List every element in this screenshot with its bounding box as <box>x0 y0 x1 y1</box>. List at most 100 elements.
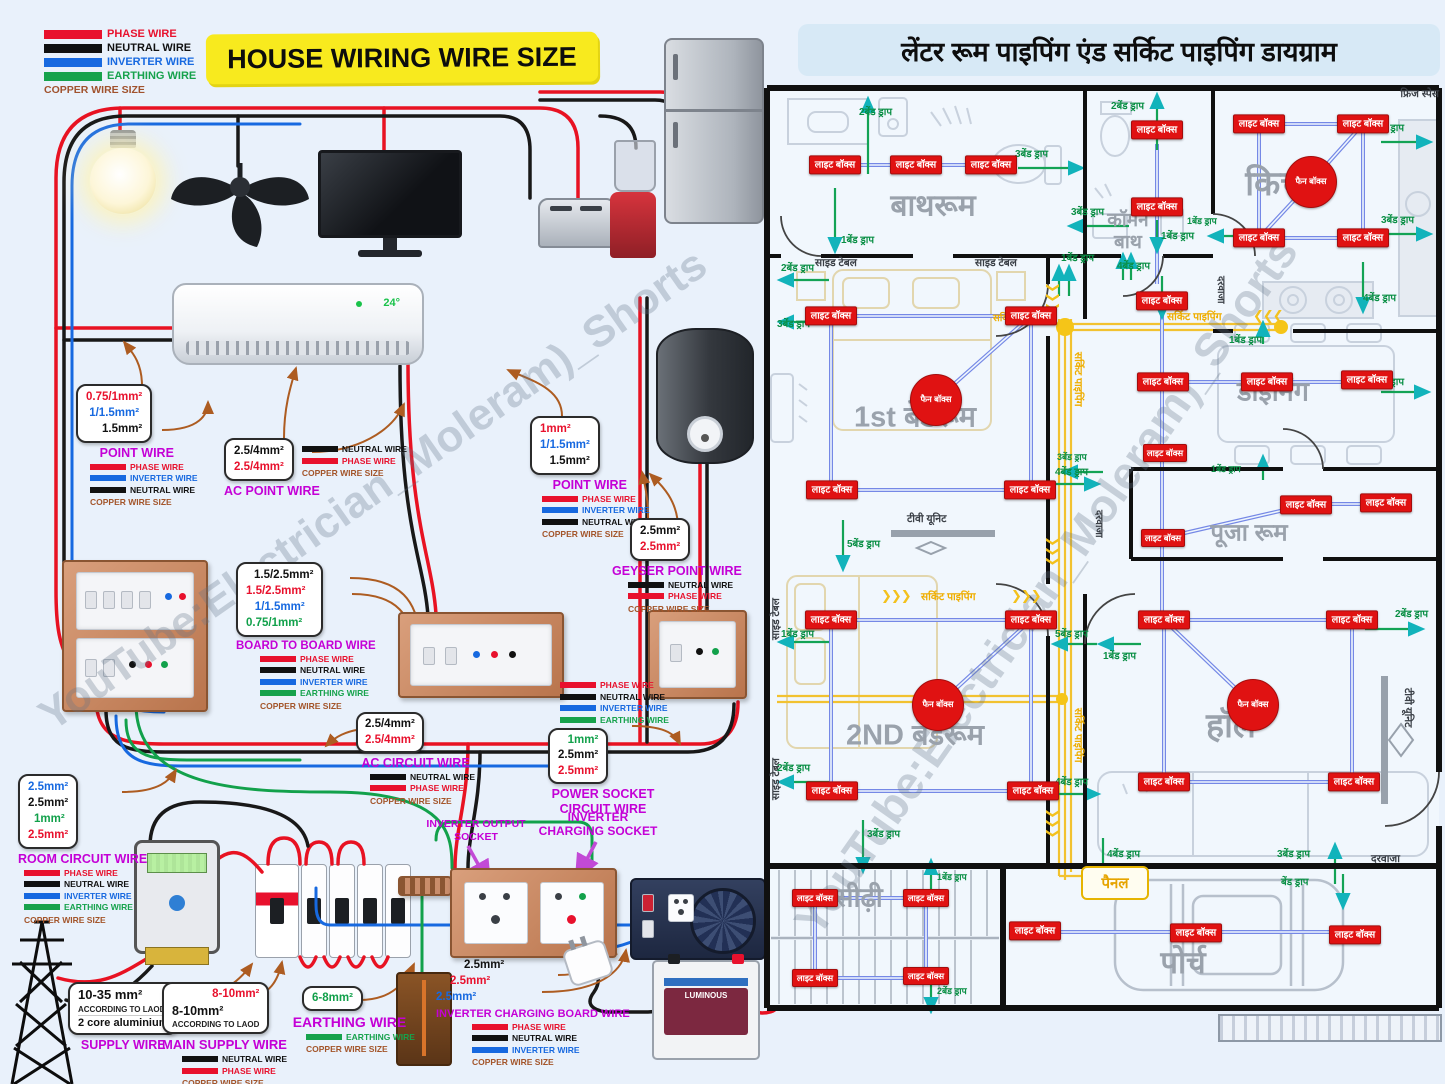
bend-drop-label: 1बेंड ड्राप <box>1229 335 1263 346</box>
copper-wire-size-label: COPPER WIRE SIZE <box>301 468 384 478</box>
wire-size-value: 2.5mm² <box>558 749 599 762</box>
legend-label: EARTHING WIRE <box>300 688 369 699</box>
wire-size-value: 1/1.5mm² <box>254 600 305 613</box>
panel-label: पैनल <box>1081 866 1149 900</box>
light-box: लाइट बॉक्स <box>1137 372 1189 392</box>
bend-drop-label: 1बेंड ड्राप <box>1161 231 1195 242</box>
mcb-breaker <box>357 864 383 958</box>
fridge-handle <box>673 121 678 148</box>
light-box: लाइट बॉक्स <box>806 480 858 500</box>
legend-label: PHASE WIRE <box>130 461 184 472</box>
battery-brand: LUMINOUS <box>664 988 748 1035</box>
gate-grill <box>1218 1014 1442 1042</box>
legend-label: PHASE WIRE <box>107 28 177 40</box>
legend-label: NEUTRAL WIRE <box>341 444 407 454</box>
bend-drop-label: 5बेंड ड्राप <box>1055 629 1089 640</box>
circuit-piping-label: सर्किट पाइपिंग <box>921 591 976 603</box>
neutral-swatch <box>44 43 102 53</box>
door-label: दरवाजा <box>1093 510 1104 538</box>
light-box: लाइट बॉक्स <box>1007 781 1059 801</box>
wire-size-box: 1mm² 1/1.5mm² 1.5mm² <box>530 416 600 475</box>
legend-label: PHASE WIRE <box>668 591 722 602</box>
bend-drop-label: 1बेंड ड्राप <box>1061 253 1095 264</box>
bend-drop-label: 3बेंड ड्राप <box>1381 215 1415 226</box>
legend-label: EARTHING WIRE <box>600 714 669 725</box>
bend-drop-label: 3बेंड ड्राप <box>1071 207 1105 218</box>
legend-row: INVERTER WIRE <box>44 56 196 68</box>
battery-terminal-positive <box>732 954 744 964</box>
ac-point-board <box>398 612 564 698</box>
copper-wire-size-label: COPPER WIRE SIZE <box>24 914 106 925</box>
light-box: लाइट बॉक्स <box>1138 610 1190 630</box>
wire-size-box: 1mm² 2.5mm² 2.5mm² <box>548 727 609 785</box>
wire-size-value: 1/1.5mm² <box>540 438 590 451</box>
room-switch-board <box>62 560 208 712</box>
bend-drop-label: 3बेंड ड्राप <box>1277 849 1311 860</box>
callout-title: INVERTER CHARGING BOARD WIRE <box>436 1007 630 1020</box>
ac-power-led <box>356 301 362 307</box>
light-box: लाइट बॉक्स <box>805 610 857 630</box>
room-label-porch: पोर्च <box>1160 945 1206 980</box>
main-wire-legend: PHASE WIRE NEUTRAL WIRE INVERTER WIRE EA… <box>44 28 196 96</box>
light-box: लाइट बॉक्स <box>1233 228 1285 248</box>
geyser-knob <box>701 434 709 442</box>
wire-size-value: 2.5mm² <box>28 796 69 809</box>
room-label-stairs: सीढ़ी <box>835 882 883 913</box>
callout-title: AC CIRCUIT WIRE <box>361 755 470 770</box>
copper-wire-size-label: COPPER WIRE SIZE <box>182 1078 264 1084</box>
light-box: लाइट बॉक्स <box>1141 528 1185 548</box>
inverter-output-socket <box>464 882 528 944</box>
ac-temperature-display: 24° <box>383 297 400 309</box>
wire-size-box: 2.5/4mm² 2.5/4mm² <box>224 438 294 481</box>
legend-label: NEUTRAL WIRE <box>107 42 192 54</box>
tv-units <box>891 530 1415 804</box>
wire-size-value: 8-10mm² <box>172 1003 224 1018</box>
legend-label: NEUTRAL WIRE <box>222 1054 288 1065</box>
legend-label: INVERTER WIRE <box>512 1044 580 1055</box>
light-box: लाइट बॉक्स <box>1005 610 1057 630</box>
callout-title: POINT WIRE <box>99 445 174 460</box>
earthing-wires <box>124 702 594 977</box>
callout-title: POWER SOCKET CIRCUIT WIRE <box>551 787 655 817</box>
light-box: लाइट बॉक्स <box>1009 921 1061 941</box>
room-label-bedroom2: 2ND बेडरूम <box>845 719 985 752</box>
wire-size-box: 2.5mm² 2.5mm² 1mm² 2.5mm² <box>18 774 79 849</box>
ac-vents <box>186 341 410 355</box>
light-box: लाइट बॉक्स <box>1005 306 1057 326</box>
light-bulb <box>88 130 158 214</box>
copper-wire-size-label: COPPER WIRE SIZE <box>628 603 710 614</box>
room-label-bathroom: बाथरूम <box>890 189 976 223</box>
mixer-jar <box>614 140 656 192</box>
legend-label: PHASE WIRE <box>582 493 636 504</box>
bend-drop-label: 4बेंड ड्राप <box>1363 293 1397 304</box>
floorplan-title: लेंटर रूम पाइपिंग एंड सर्किट पाइपिंग डाय… <box>798 24 1440 76</box>
copper-wire-size-label: COPPER WIRE SIZE <box>44 84 145 96</box>
legend-label: PHASE WIRE <box>300 653 354 664</box>
callout-supply-wire: 10-35 mm² ACCORDING TO LAOD 2 core alumi… <box>68 982 179 1052</box>
wire-size-value: 1.5mm² <box>101 422 143 435</box>
fan-box: फैन बॉक्स <box>912 679 964 731</box>
bend-drop-label: 1बेंड ड्राप <box>1211 464 1241 474</box>
bend-drop-label: 4बेंड ड्राप <box>1107 849 1141 860</box>
light-box: लाइट बॉक्स <box>890 155 942 175</box>
piping-junction <box>1056 318 1074 336</box>
callout-title: ROOM CIRCUIT WIRE <box>18 851 148 866</box>
wire-size-value: 1/1.5mm² <box>89 406 140 419</box>
wire-size-value: 1.5mm² <box>549 454 590 467</box>
callout-title: EARTHING WIRE <box>292 1013 407 1030</box>
bend-drop-label: 4बेंड ड्राप <box>1055 467 1089 478</box>
mixer-base <box>610 192 656 258</box>
bend-drop-label: 2बेंड ड्राप <box>1111 101 1145 112</box>
split-ac: 24° <box>172 283 424 365</box>
inverter-charging-socket <box>540 882 604 944</box>
bend-drop-label: बेंड ड्राप <box>1281 877 1309 888</box>
wire-size-value: 1.5/2.5mm² <box>254 569 314 581</box>
inverter-switch <box>642 920 654 938</box>
geyser-point-board <box>648 610 747 699</box>
legend-label: PHASE WIRE <box>600 680 654 690</box>
legend-label: INVERTER WIRE <box>64 890 132 901</box>
legend-label: EARTHING WIRE <box>346 1031 415 1042</box>
terminal-strip <box>398 876 452 896</box>
circuit-piping-label-vertical: सर्किट पाइपिंग <box>1072 708 1084 763</box>
bend-drop-label: 3बेंड ड्राप <box>1057 452 1087 462</box>
